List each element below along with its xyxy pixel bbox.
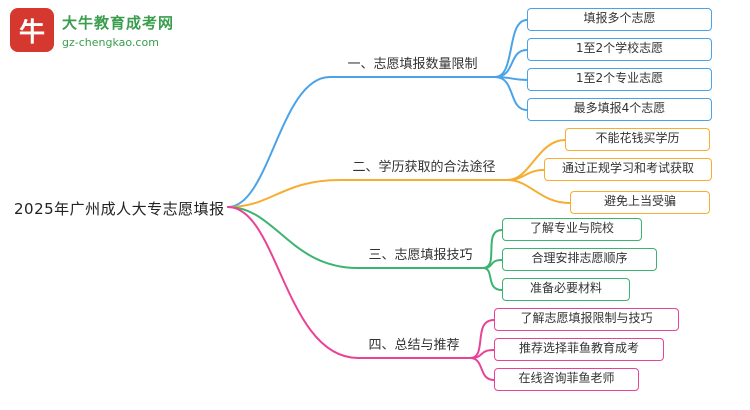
child-node: 避免上当受骗 <box>570 191 710 214</box>
connector-root-branch4 <box>227 206 359 359</box>
child-node: 在线咨询菲鱼老师 <box>494 368 639 391</box>
logo-text: 大牛教育成考网 gz-chengkao.com <box>62 12 174 49</box>
child-node: 合理安排志愿顺序 <box>502 248 657 271</box>
child-node: 推荐选择菲鱼教育成考 <box>494 338 664 361</box>
connector-root-branch2 <box>227 179 341 208</box>
site-name: 大牛教育成考网 <box>62 13 175 32</box>
mindmap-root-node: 2025年广州成人大专志愿填报 <box>14 200 225 218</box>
child-node: 1至2个学校志愿 <box>527 38 712 61</box>
branch-node-2: 二、学历获取的合法途径 <box>352 160 496 175</box>
connector-b1-c4 <box>494 76 528 111</box>
connector-b4-c1 <box>469 319 495 359</box>
connector-b1-c1 <box>494 19 528 78</box>
connector-b3-c1 <box>482 229 503 269</box>
connector-b2-c3 <box>507 179 571 204</box>
branch-node-1: 一、志愿填报数量限制 <box>347 57 478 72</box>
connector-b1-c2 <box>494 49 528 78</box>
connector-b4-c2 <box>469 349 495 359</box>
connector-root-branch3 <box>227 206 359 269</box>
site-url: gz-chengkao.com <box>62 35 159 49</box>
child-node: 填报多个志愿 <box>527 8 712 31</box>
child-node: 通过正规学习和考试获取 <box>544 158 712 181</box>
connector-b3-c2 <box>482 259 503 269</box>
branch-node-3: 三、志愿填报技巧 <box>368 248 473 263</box>
site-logo: 牛 大牛教育成考网 gz-chengkao.com <box>10 8 174 52</box>
child-node: 了解志愿填报限制与技巧 <box>494 308 679 331</box>
connector-root-branch1 <box>227 76 331 208</box>
child-node: 1至2个专业志愿 <box>527 68 712 91</box>
connector-b4-c3 <box>469 357 495 381</box>
child-node: 了解专业与院校 <box>502 218 642 241</box>
connector-b3-c3 <box>482 267 503 291</box>
connector-b2-c2 <box>507 169 545 181</box>
branch-node-4: 四、总结与推荐 <box>368 338 460 353</box>
child-node: 准备必要材料 <box>502 278 630 301</box>
bull-logo-icon: 牛 <box>10 8 54 52</box>
connector-b1-c3 <box>494 76 528 81</box>
child-node: 最多填报4个志愿 <box>527 98 712 121</box>
child-node: 不能花钱买学历 <box>565 128 710 151</box>
